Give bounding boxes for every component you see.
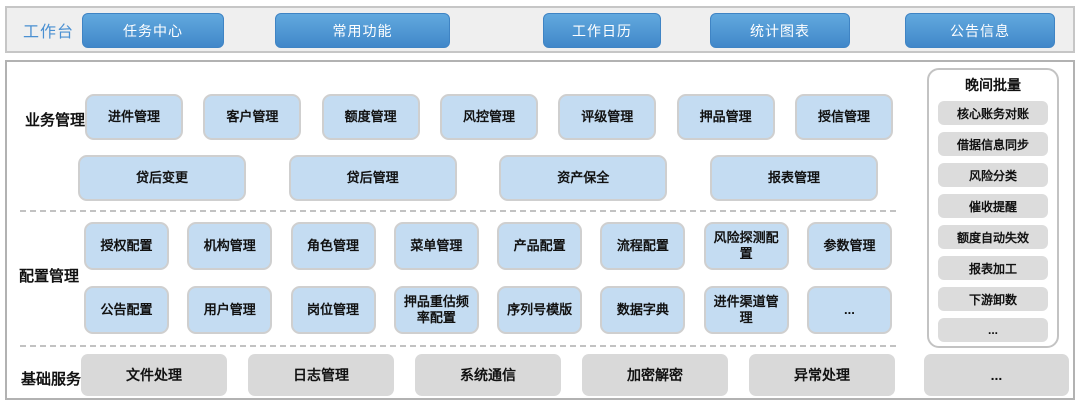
module-tile[interactable]: 贷后变更 [78,155,246,201]
module-tile[interactable]: 押品管理 [676,94,775,140]
module-tile[interactable]: 额度管理 [321,94,420,140]
batch-job-tile[interactable]: ... [938,318,1048,342]
module-tile[interactable]: 机构管理 [187,222,273,270]
module-tile[interactable]: 进件渠道管理 [703,286,789,334]
module-tile[interactable]: 菜单管理 [393,222,479,270]
night-batch-panel: 晚间批量 核心账务对账 借据信息同步 风险分类 催收提醒 额度自动失效 报表加工… [927,68,1059,348]
module-tile[interactable]: 客户管理 [203,94,302,140]
module-tile[interactable]: 评级管理 [558,94,657,140]
module-tile[interactable]: 角色管理 [290,222,376,270]
module-panel: 业务管理 进件管理 客户管理 额度管理 风控管理 评级管理 押品管理 授信管理 … [5,60,1075,400]
workbench-nav-button[interactable]: 统计图表 [710,13,850,48]
night-batch-title: 晚间批量 [965,77,1021,93]
module-tile[interactable]: 数据字典 [600,286,686,334]
module-tile[interactable]: 资产保全 [499,155,668,201]
module-tile[interactable]: 风险探测配置 [703,222,789,270]
base-services-row: 文件处理 日志管理 系统通信 加密解密 异常处理 [81,354,895,396]
night-batch-list: 核心账务对账 借据信息同步 风险分类 催收提醒 额度自动失效 报表加工 下游卸数… [938,94,1048,342]
section-divider [20,210,896,212]
workbench-label: 工作台 [23,23,75,41]
workbench-nav-button[interactable]: 常用功能 [275,13,450,48]
module-tile[interactable]: 参数管理 [806,222,892,270]
batch-job-tile[interactable]: 借据信息同步 [938,132,1048,156]
module-tile[interactable]: 进件管理 [85,94,183,140]
service-tile[interactable]: 日志管理 [248,354,394,396]
module-tile[interactable]: 授信管理 [794,94,893,140]
config-row-1: 授权配置 机构管理 角色管理 菜单管理 产品配置 流程配置 风险探测配置 参数管… [84,222,892,270]
module-tile[interactable]: 岗位管理 [290,286,376,334]
module-tile[interactable]: 授权配置 [84,222,169,270]
batch-job-tile[interactable]: 催收提醒 [938,194,1048,218]
module-tile[interactable]: 贷后管理 [288,155,457,201]
section-label-business: 业务管理 [25,112,86,129]
workbench-nav-button[interactable]: 任务中心 [82,13,224,48]
base-services-more-tile[interactable]: ... [924,354,1069,396]
business-row-2: 贷后变更 贷后管理 资产保全 报表管理 [78,155,878,201]
module-tile[interactable]: 流程配置 [600,222,686,270]
workbench-nav-button[interactable]: 工作日历 [543,13,661,48]
service-tile[interactable]: 异常处理 [749,354,895,396]
workbench-toolbar: 工作台 任务中心 常用功能 工作日历 统计图表 公告信息 [5,6,1075,53]
module-tile[interactable]: 报表管理 [709,155,878,201]
config-row-2: 公告配置 用户管理 岗位管理 押品重估频率配置 序列号模版 数据字典 进件渠道管… [84,286,892,334]
module-tile[interactable]: 押品重估频率配置 [393,286,479,334]
workbench-nav-button[interactable]: 公告信息 [905,13,1055,48]
business-row-1: 进件管理 客户管理 额度管理 风控管理 评级管理 押品管理 授信管理 [85,94,893,140]
module-tile[interactable]: ... [806,286,892,334]
batch-job-tile[interactable]: 风险分类 [938,163,1048,187]
module-tile[interactable]: 序列号模版 [497,286,583,334]
service-tile[interactable]: 文件处理 [81,354,227,396]
section-divider [20,345,896,347]
module-tile[interactable]: 风控管理 [439,94,538,140]
module-tile[interactable]: 产品配置 [497,222,583,270]
service-tile[interactable]: 系统通信 [415,354,561,396]
section-label-base: 基础服务 [21,371,82,388]
batch-job-tile[interactable]: 报表加工 [938,256,1048,280]
batch-job-tile[interactable]: 额度自动失效 [938,225,1048,249]
batch-job-tile[interactable]: 核心账务对账 [938,101,1048,125]
batch-job-tile[interactable]: 下游卸数 [938,287,1048,311]
service-tile[interactable]: 加密解密 [582,354,728,396]
module-tile[interactable]: 公告配置 [84,286,169,334]
section-label-config: 配置管理 [19,268,80,285]
module-tile[interactable]: 用户管理 [187,286,273,334]
